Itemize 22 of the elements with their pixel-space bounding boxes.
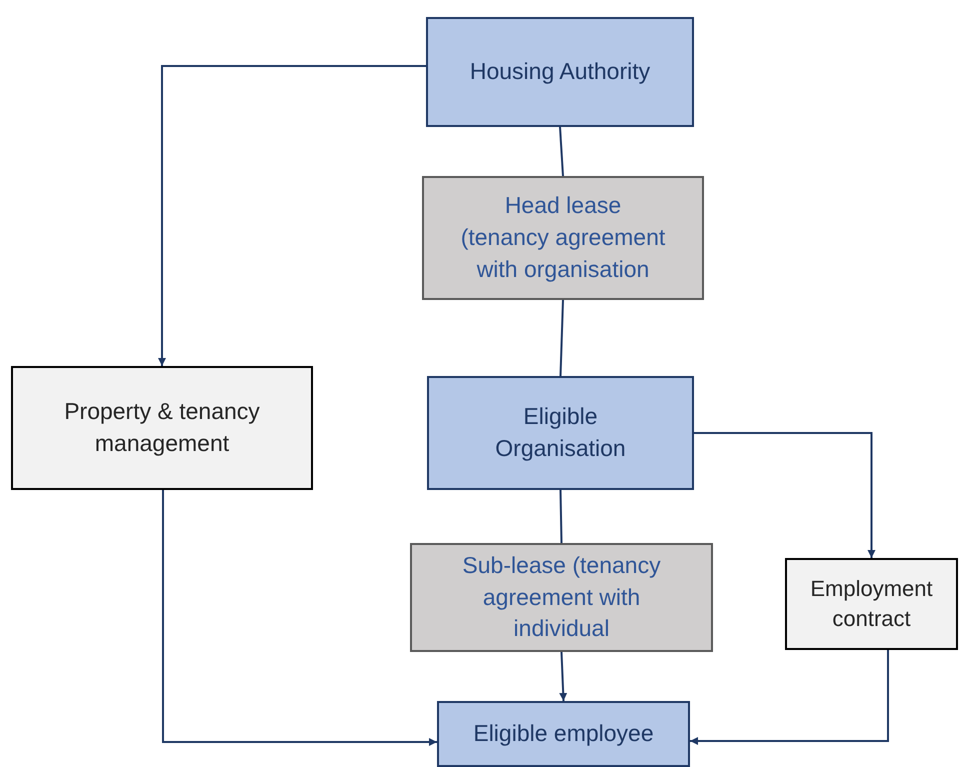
arrow xyxy=(690,650,889,745)
process-box xyxy=(427,376,694,490)
process-box xyxy=(422,176,704,300)
arrow xyxy=(158,65,426,366)
arrow xyxy=(162,490,437,746)
process-box xyxy=(426,17,694,127)
connector-line xyxy=(560,300,564,376)
box-label: Employment contract xyxy=(809,574,934,633)
box-label: Eligible employee xyxy=(473,719,654,748)
box-label: Head lease (tenancy agreement with organisation xyxy=(460,191,666,284)
process-box xyxy=(785,558,958,650)
box-label: Eligible Organisation xyxy=(494,402,627,463)
connector-line xyxy=(560,490,562,544)
arrow xyxy=(559,652,568,702)
process-box xyxy=(437,701,690,767)
box-label: Housing Authority xyxy=(470,57,650,86)
connector-line xyxy=(559,126,564,176)
process-box xyxy=(11,366,313,490)
arrow xyxy=(694,432,876,558)
box-label: Sub-lease (tenancy agreement with individual xyxy=(461,550,662,644)
process-box xyxy=(410,543,713,652)
box-label: Property & tenancy management xyxy=(63,397,261,458)
